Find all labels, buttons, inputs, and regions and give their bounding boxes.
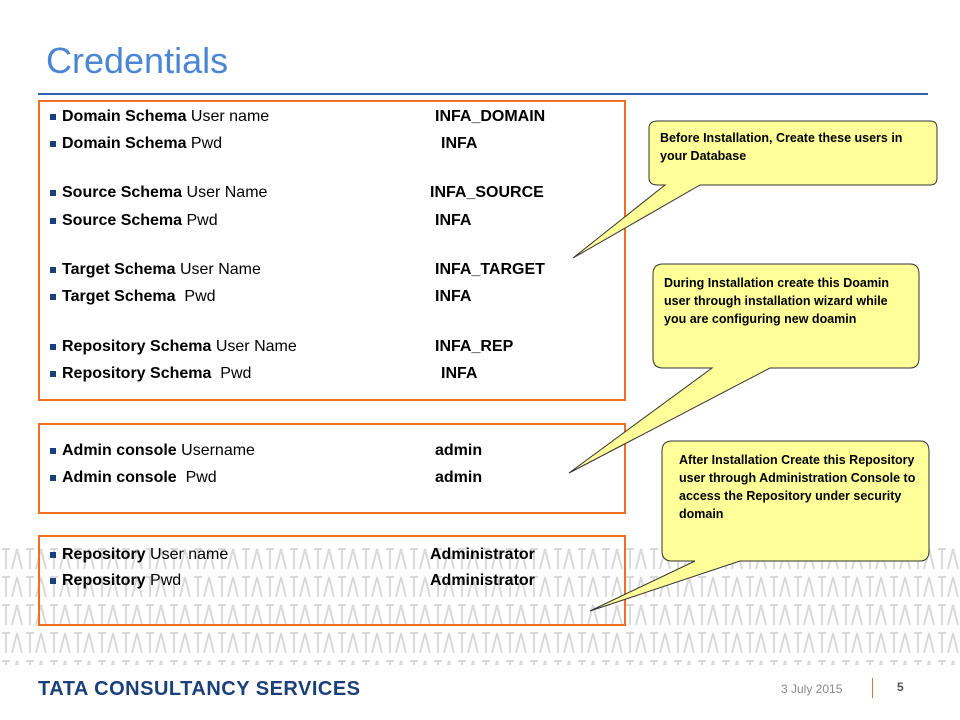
credential-label: Pwd: [182, 212, 218, 229]
credential-label: User name: [145, 546, 229, 563]
credential-label-bold: Source Schema: [62, 184, 183, 201]
credential-label: Pwd: [175, 288, 216, 305]
bullet-icon: [50, 190, 56, 196]
credential-value: INFA_TARGET: [435, 261, 545, 278]
bullet-icon: [50, 294, 56, 300]
credential-label: Pwd: [186, 135, 223, 152]
credential-label-bold: Repository: [62, 572, 146, 589]
credential-row: Source Schema User Name: [50, 182, 267, 204]
bullet-icon: [50, 114, 56, 120]
callout-3-shape: [589, 440, 930, 612]
page-number: 5: [897, 680, 904, 694]
callout-2-shape: [568, 263, 920, 474]
credential-row: Target Schema Pwd: [50, 286, 216, 308]
credential-label-bold: Repository: [62, 546, 146, 563]
bullet-icon: [50, 141, 56, 147]
credential-row: Domain Schema Pwd: [50, 133, 222, 155]
credential-label-bold: Admin console: [62, 469, 177, 486]
callout-during-installation: During Installation create this Doamin u…: [664, 276, 890, 326]
credential-row: Admin console Username: [50, 440, 255, 462]
credential-row: Domain Schema User name: [50, 106, 269, 128]
bullet-icon: [50, 344, 56, 350]
credential-label: Pwd: [176, 469, 217, 486]
credential-label-bold: Target Schema: [62, 288, 176, 305]
credential-label-bold: Repository Schema: [62, 365, 212, 382]
credential-value: INFA_REP: [435, 338, 514, 355]
footer-divider: [872, 678, 873, 698]
credential-row: Admin console Pwd: [50, 467, 217, 489]
credential-value: Administrator: [430, 572, 535, 589]
callout-1-shape: [572, 120, 938, 259]
credential-label-bold: Source Schema: [62, 212, 183, 229]
credential-value: admin: [435, 469, 483, 486]
credential-label-bold: Domain Schema: [62, 135, 187, 152]
credential-row: Repository Pwd: [50, 570, 181, 592]
credential-row: Repository Schema Pwd: [50, 363, 251, 385]
credential-label-bold: Repository Schema: [62, 338, 212, 355]
credential-label: User name: [186, 108, 270, 125]
credential-label: User Name: [182, 184, 268, 201]
credential-value: admin: [435, 442, 483, 459]
credential-value: Administrator: [430, 546, 535, 563]
credential-value: INFA: [435, 212, 472, 229]
credential-label-bold: Domain Schema: [62, 108, 187, 125]
credential-row: Repository Schema User Name: [50, 336, 297, 358]
credential-value: INFA: [435, 288, 472, 305]
repository-user-box: Repository User name Administrator Repos…: [38, 535, 626, 626]
bullet-icon: [50, 218, 56, 224]
bullet-icon: [50, 578, 56, 584]
slide-date: 3 July 2015: [781, 682, 843, 696]
credential-label: Username: [176, 442, 255, 459]
credential-value: INFA_SOURCE: [430, 184, 544, 201]
credential-label-bold: Admin console: [62, 442, 177, 459]
bullet-icon: [50, 371, 56, 377]
bullet-icon: [50, 475, 56, 481]
credential-label: User Name: [175, 261, 261, 278]
credential-label-bold: Target Schema: [62, 261, 176, 278]
schema-credentials-box: Domain Schema User name INFA_DOMAIN Doma…: [38, 100, 626, 401]
credential-value: INFA_DOMAIN: [435, 108, 546, 125]
bullet-icon: [50, 448, 56, 454]
credential-row: Source Schema Pwd: [50, 210, 218, 232]
credential-value: INFA: [441, 365, 478, 382]
credential-label: Pwd: [211, 365, 252, 382]
callout-after-installation: After Installation Create this Repositor…: [679, 453, 916, 521]
slide-title: Credentials: [46, 40, 229, 81]
credential-row: Repository User name: [50, 544, 228, 566]
credential-label: User Name: [211, 338, 297, 355]
credential-label: Pwd: [145, 572, 182, 589]
title-divider: [38, 93, 928, 95]
credential-value: INFA: [441, 135, 478, 152]
bullet-icon: [50, 267, 56, 273]
admin-console-box: Admin console Username admin Admin conso…: [38, 423, 626, 514]
tata-watermark-pattern: [0, 545, 960, 665]
callout-before-installation: Before Installation, Create these users …: [660, 131, 903, 163]
tcs-logo: TATA CONSULTANCY SERVICES: [38, 678, 361, 700]
credential-row: Target Schema User Name: [50, 259, 261, 281]
bullet-icon: [50, 552, 56, 558]
